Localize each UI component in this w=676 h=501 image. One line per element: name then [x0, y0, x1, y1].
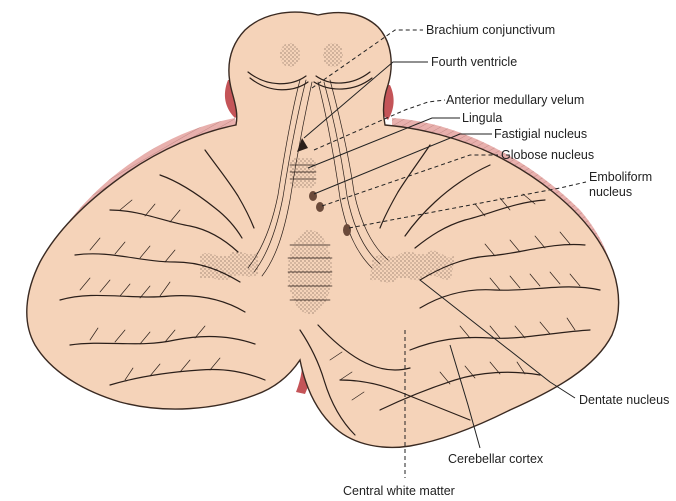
label-lingula: Lingula: [462, 111, 502, 125]
label-emboliform-nucleus-2: nucleus: [589, 185, 632, 199]
label-globose-nucleus: Globose nucleus: [501, 148, 594, 162]
label-fourth-ventricle: Fourth ventricle: [431, 55, 517, 69]
label-dentate-nucleus: Dentate nucleus: [579, 393, 669, 407]
label-central-white-matter: Central white matter: [343, 484, 455, 498]
label-emboliform-nucleus: Emboliform: [589, 170, 652, 184]
label-fastigial-nucleus: Fastigial nucleus: [494, 127, 587, 141]
cerebellum-body: [27, 12, 619, 447]
label-brachium-conjunctivum: Brachium conjunctivum: [426, 23, 555, 37]
label-anterior-medullary-velum: Anterior medullary velum: [446, 93, 584, 107]
globose-nucleus-mark: [316, 202, 324, 212]
emboliform-nucleus-mark: [343, 224, 351, 236]
fastigial-nucleus-mark: [309, 191, 317, 201]
label-cerebellar-cortex: Cerebellar cortex: [448, 452, 544, 466]
